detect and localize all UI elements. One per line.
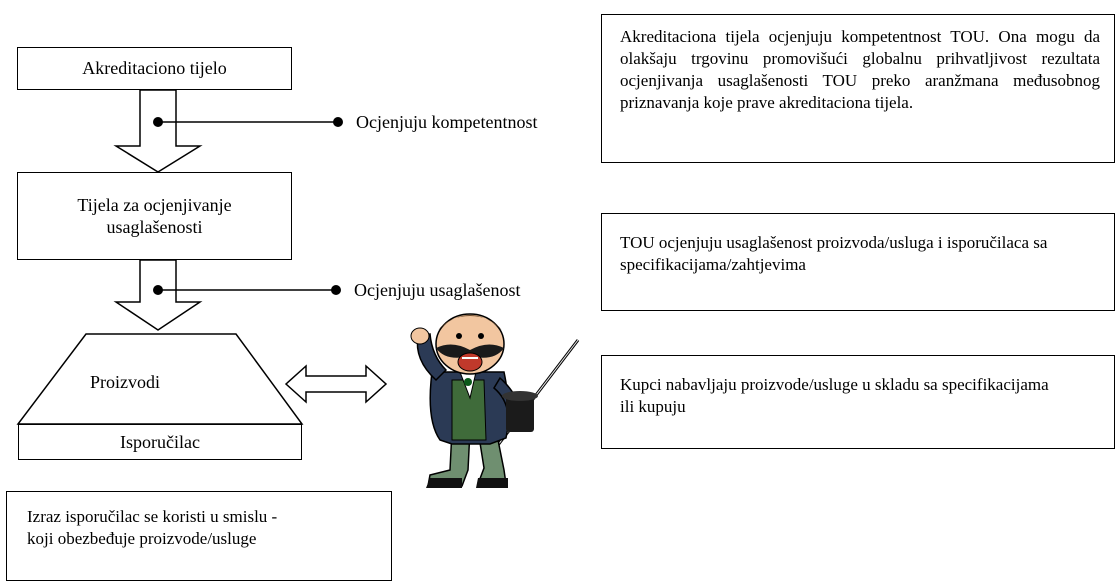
accreditation-info-text: Akreditaciona tijela ocjenjuju kompetent… [620,27,1100,113]
cab-info-box: TOU ocjenjuju usaglašenost proizvoda/usl… [601,213,1115,311]
cab-label: Tijela za ocjenjivanje usaglašenosti [77,194,232,238]
connector-dot-right-2 [331,285,341,295]
supplier-label: Isporučilac [120,431,200,452]
connector-dot-left-1 [153,117,163,127]
accreditation-body-box: Akreditaciono tijelo [17,47,292,90]
down-arrow-1 [113,89,203,173]
supplier-box: Isporučilac [18,424,302,460]
double-arrow-icon [284,364,388,404]
cab-box: Tijela za ocjenjivanje usaglašenosti [17,172,292,260]
supplier-note-box: Izraz isporučilac se koristi u smislu - … [6,491,392,581]
accreditation-body-label: Akreditaciono tijelo [82,58,227,79]
customer-info-text: Kupci nabavljaju proizvode/usluge u skla… [620,375,1049,417]
connector-dot-right-1 [333,117,343,127]
assess-conformity-label: Ocjenjuju usaglašenost [354,280,521,300]
accreditation-info-box: Akreditaciona tijela ocjenjuju kompetent… [601,14,1115,163]
connector-dot-left-2 [153,285,163,295]
supplier-note-text: Izraz isporučilac se koristi u smislu - … [27,507,278,549]
products-label: Proizvodi [90,372,160,392]
products-trapezoid [16,333,304,425]
cab-info-text: TOU ocjenjuju usaglašenost proizvoda/usl… [620,233,1048,275]
assess-competence-label: Ocjenjuju kompetentnost [356,112,538,132]
customer-info-box: Kupci nabavljaju proizvode/usluge u skla… [601,355,1115,449]
